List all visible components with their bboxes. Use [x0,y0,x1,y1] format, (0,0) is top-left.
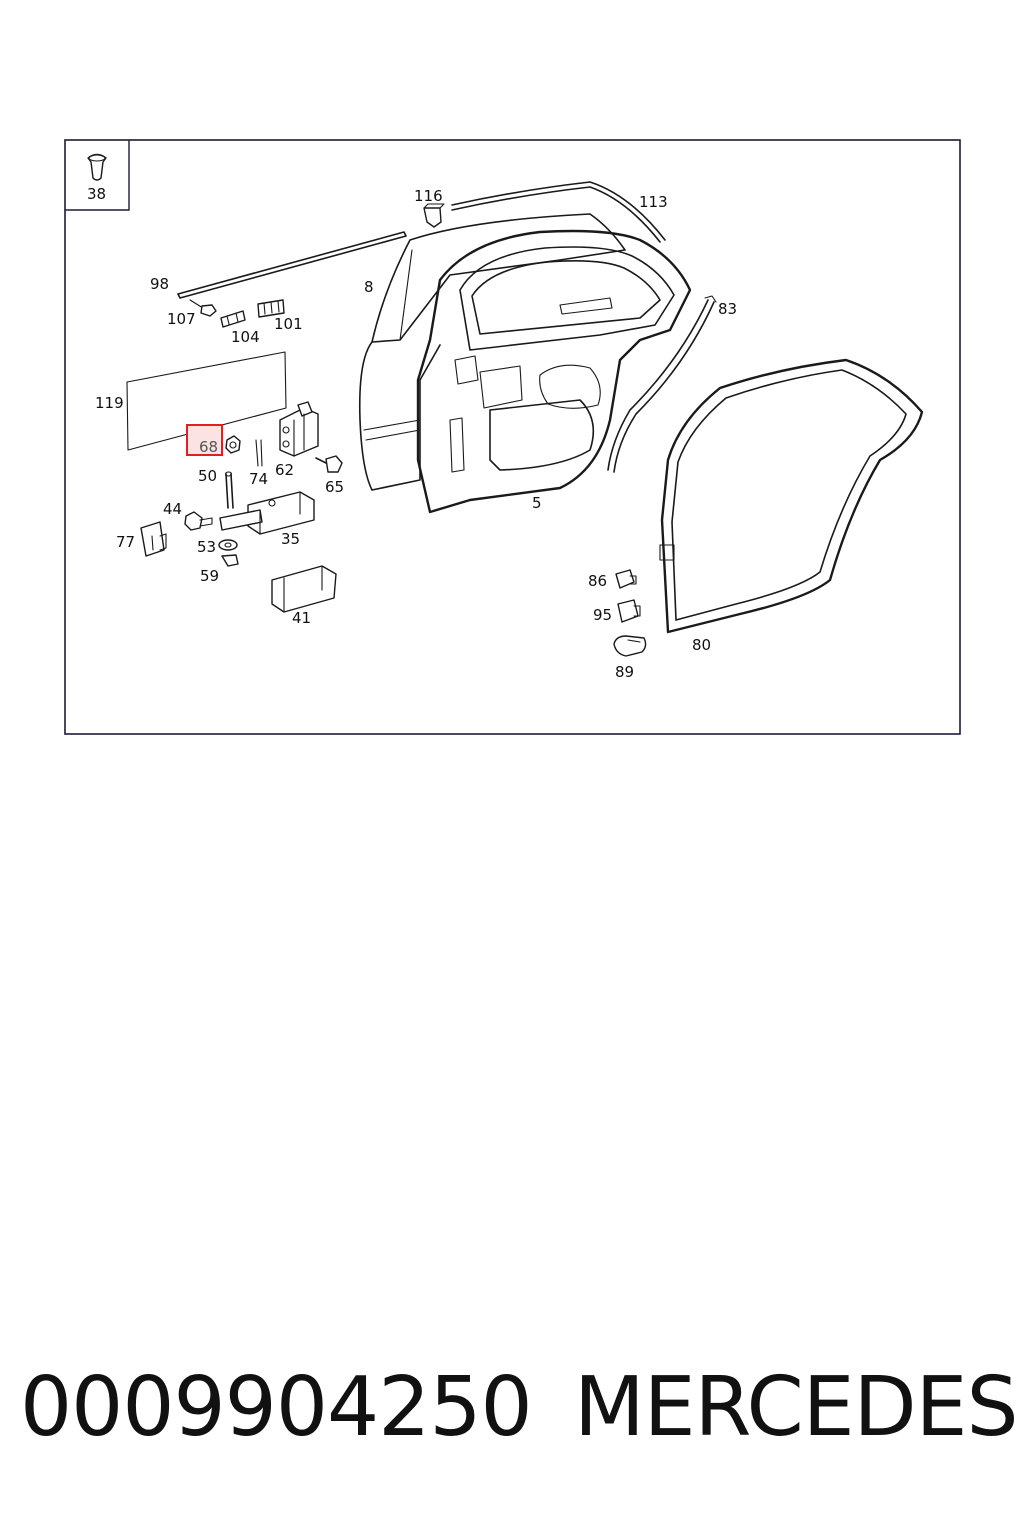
callout-113[interactable]: 113 [639,193,668,211]
callout-80[interactable]: 80 [692,636,711,654]
part-44-bolt [184,511,213,531]
callout-101[interactable]: 101 [274,315,303,333]
footer-caption: 0009904250 MERCEDES [0,1360,1024,1480]
part-35-door-check [219,491,315,535]
callout-68[interactable]: 68 [199,438,218,456]
part-80-door-seal [659,358,924,634]
diagram-border [64,139,961,735]
part-107-screw [189,299,217,317]
callout-95[interactable]: 95 [593,606,612,624]
callout-89[interactable]: 89 [615,663,634,681]
callout-107[interactable]: 107 [167,310,196,328]
callout-83[interactable]: 83 [718,300,737,318]
callout-74[interactable]: 74 [249,470,268,488]
part-65-bolt [315,455,343,473]
part-50-pin [224,471,234,509]
inset-box: 38 [65,140,130,211]
callout-59[interactable]: 59 [200,567,219,585]
inset-clip-icon [87,153,107,181]
part-number: 0009904250 [20,1360,533,1455]
part-83-guide-rail [607,295,717,473]
part-86-clip [615,569,637,589]
callout-98[interactable]: 98 [150,275,169,293]
callout-50[interactable]: 50 [198,467,217,485]
part-62-hinge [279,401,319,457]
highlight-68[interactable] [186,424,223,456]
part-68-nut [225,435,241,454]
callout-119[interactable]: 119 [95,394,124,412]
part-89-clip [613,635,647,657]
callout-5[interactable]: 5 [532,494,542,512]
callout-62[interactable]: 62 [275,461,294,479]
part-101-clip [257,299,285,318]
part-113-window-strip [451,181,666,243]
callout-53[interactable]: 53 [197,538,216,556]
part-77-bracket [140,521,167,557]
part-5-door-frame [416,229,692,514]
part-74-pin [255,439,263,467]
part-98-belt-moulding [177,231,407,299]
part-95-clip [617,599,641,623]
callout-8[interactable]: 8 [364,278,374,296]
callout-104[interactable]: 104 [231,328,260,346]
callout-41[interactable]: 41 [292,609,311,627]
callout-116[interactable]: 116 [414,187,443,205]
part-41-handle [271,565,337,613]
part-8-door-panel [358,213,626,491]
part-119-sealing-film [126,351,287,451]
diagram-canvas: 38 [64,139,961,735]
part-116-clip [423,203,445,228]
part-59-clip [221,554,239,567]
part-53-washer [218,539,238,551]
callout-77[interactable]: 77 [116,533,135,551]
inset-label: 38 [87,185,106,203]
parts-diagram: 38 [0,0,1024,760]
callout-86[interactable]: 86 [588,572,607,590]
callout-35[interactable]: 35 [281,530,300,548]
part-104-clip [220,310,246,328]
callout-65[interactable]: 65 [325,478,344,496]
callout-44[interactable]: 44 [163,500,182,518]
brand-name: MERCEDES [574,1360,1019,1455]
